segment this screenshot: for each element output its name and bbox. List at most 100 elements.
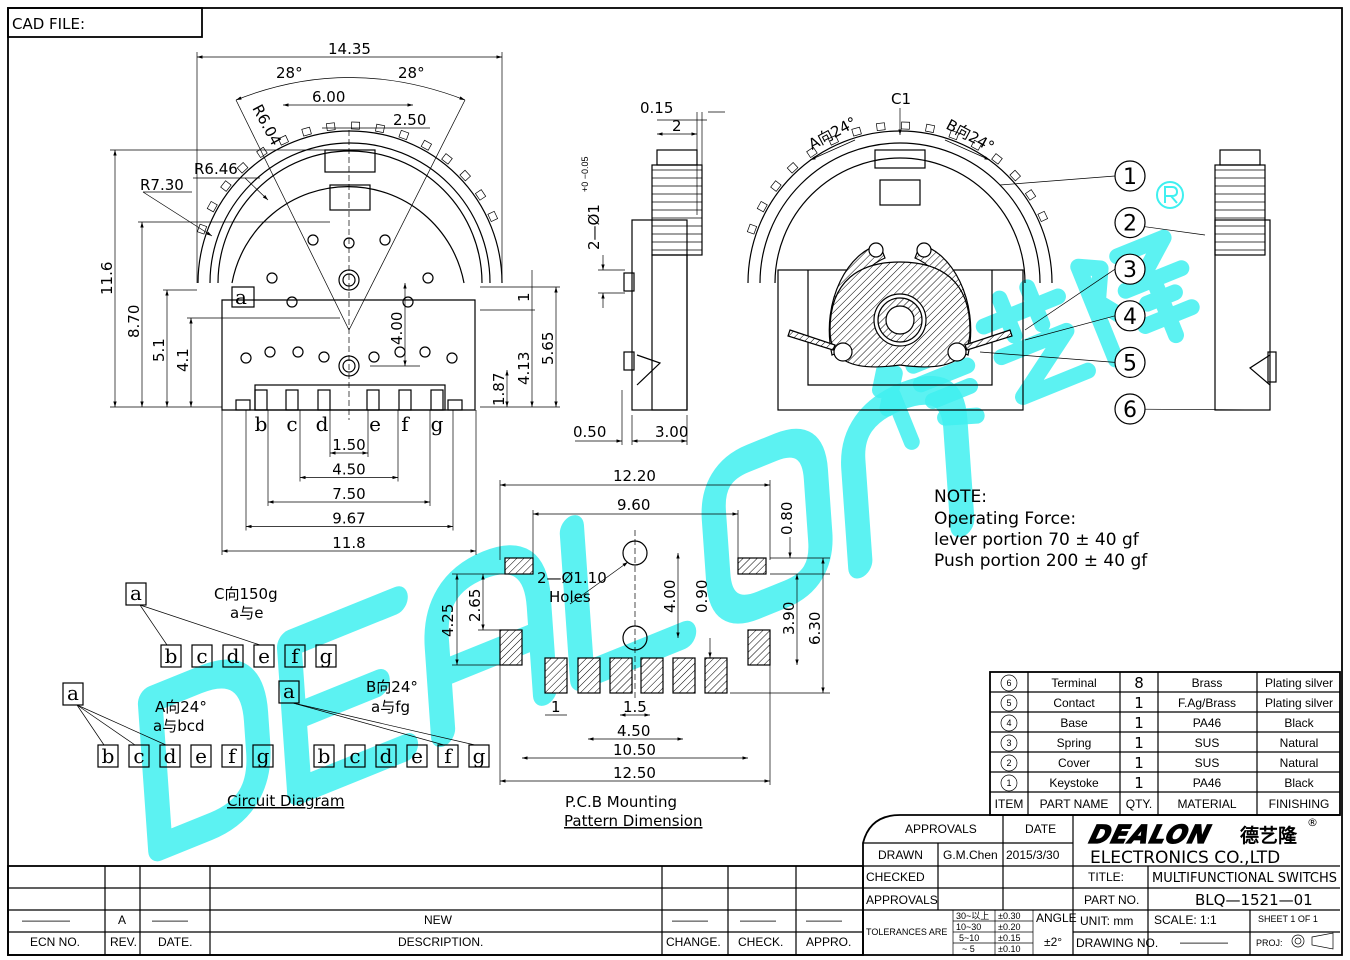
circuit-pin-label: d — [227, 644, 240, 668]
knob-tooth — [756, 200, 768, 213]
base-hole — [446, 352, 458, 364]
pcb-pad — [640, 657, 664, 694]
bom-qty: 8 — [1134, 674, 1144, 692]
dim-r6-46: R6.46 — [194, 160, 238, 178]
circuit-pin-label: b — [102, 744, 115, 768]
circuit-pin-box — [437, 744, 459, 768]
part-no: BLQ—1521—01 — [1195, 891, 1313, 909]
dim-2-50: 2.50 — [393, 111, 426, 129]
pcb-dim-1-5: 1.5 — [623, 698, 647, 716]
knob-tooth — [806, 146, 818, 159]
note-line-3: Push portion 200 ± 40 gf — [934, 551, 1148, 571]
note-line-2: lever portion 70 ± 40 gf — [934, 530, 1140, 550]
dim-1-87: 1.87 — [490, 373, 508, 406]
leader-line — [1024, 268, 1116, 331]
pitch-dim: 9.67 — [332, 510, 365, 528]
pcb-dim-9-60: 9.60 — [617, 496, 650, 514]
circuit-pin-label: g — [473, 744, 486, 768]
circuit-caption: Circuit Diagram — [227, 792, 344, 810]
circuit-c-sub: a与e — [230, 604, 263, 622]
bom-finish: Natural — [1280, 756, 1319, 770]
dim-3-00: 3.00 — [655, 423, 688, 441]
knob-tooth — [925, 123, 936, 134]
pcb-pad — [577, 657, 601, 694]
item-balloon — [1114, 207, 1146, 239]
circuit-pin-box — [468, 744, 490, 768]
item-balloon — [1114, 253, 1146, 285]
angle-tol: ±2° — [1044, 935, 1062, 949]
front-view: a 14.35 28° 28° 6.00 2.50 R6.04 R6.46 R7… — [98, 40, 560, 555]
rev-header-appro: APPRO. — [806, 935, 851, 949]
circuit-pin-label: e — [258, 644, 270, 668]
pcb-dim-0-90: 0.90 — [693, 580, 711, 613]
svg-text:DEALON: DEALON — [1086, 819, 1214, 848]
pcb-dim-12-20: 12.20 — [613, 467, 656, 485]
bom-qty: 1 — [1134, 714, 1144, 732]
dim-r7-30: R7.30 — [140, 176, 184, 194]
balloon-number: 3 — [1123, 258, 1137, 283]
rev-change: ——— — [672, 913, 708, 927]
bom-material: PA46 — [1193, 776, 1222, 790]
bom-item-balloon — [1000, 714, 1018, 732]
dim-4-1: 4.1 — [174, 348, 192, 372]
bom-item-balloon — [1000, 674, 1018, 692]
note-line-1: Operating Force: — [934, 509, 1076, 529]
terminal-pin — [398, 389, 412, 411]
angle-label: ANGLE — [1036, 911, 1077, 925]
circuit-connection — [139, 604, 261, 646]
bom-item-balloon — [1000, 774, 1018, 792]
knob-tooth — [1009, 169, 1021, 182]
bom-qty: 1 — [1134, 754, 1144, 772]
circuit-pin-label: b — [318, 744, 331, 768]
tol-range-3: 5~10 — [959, 933, 979, 943]
dim-5-1: 5.1 — [150, 338, 168, 362]
bom-header-qty: QTY. — [1126, 797, 1152, 811]
base-hole — [292, 346, 304, 358]
base-hole — [402, 296, 414, 308]
knob-tooth — [236, 162, 249, 174]
bom-finish: Natural — [1280, 736, 1319, 750]
bom-qty: 1 — [1134, 774, 1144, 792]
knob-tooth — [746, 223, 758, 235]
dim-1: 1 — [515, 292, 533, 302]
bom-name: Terminal — [1051, 676, 1096, 690]
common-terminal-label: a — [130, 581, 142, 605]
revision-block: ———— A ——— NEW ——— ——— ——— ECN NO. REV. … — [7, 865, 864, 956]
bom-item: 5 — [1006, 698, 1011, 708]
dim-r6-04: R6.04 — [248, 101, 284, 148]
right-side-view — [1214, 149, 1277, 411]
pitch-dim: 1.50 — [332, 436, 365, 454]
knob-tooth — [851, 126, 862, 137]
dim-4-00: 4.00 — [388, 312, 406, 345]
bom-header-material: MATERIAL — [1177, 797, 1236, 811]
watermark-logo — [137, 375, 975, 862]
balloon-number: 2 — [1123, 212, 1137, 237]
rev-description: NEW — [424, 913, 453, 927]
knob-tooth — [827, 134, 840, 146]
base-hole — [286, 296, 298, 308]
pcb-pattern: 12.20 9.60 0.80 2—Ø1.10 Holes 4.25 2.65 … — [439, 467, 830, 830]
proj-label: PROJ: — [1256, 938, 1283, 948]
circuit-pin-box — [253, 644, 275, 668]
dim-8-70: 8.70 — [125, 305, 143, 338]
bom-finish: Plating silver — [1265, 676, 1333, 690]
dim-11-6: 11.6 — [98, 262, 116, 295]
common-terminal-label: a — [283, 679, 295, 703]
pcb-holes-label: Holes — [549, 588, 591, 606]
pitch-dim: 11.8 — [332, 534, 365, 552]
cad-file-box — [7, 7, 203, 38]
bom-item: 1 — [1006, 778, 1011, 788]
bom-item-balloon — [1000, 694, 1018, 712]
pcb-dim-12-50: 12.50 — [613, 764, 656, 782]
pcb-pad — [504, 557, 534, 575]
dim-width: 14.35 — [328, 40, 371, 58]
rev-header-change: CHANGE. — [666, 935, 721, 949]
title-label: TITLE: — [1088, 870, 1124, 884]
knob-tooth — [375, 123, 386, 134]
drawn-by: G.M.Chen — [943, 848, 998, 862]
bom-header-finish: FINISHING — [1269, 797, 1330, 811]
